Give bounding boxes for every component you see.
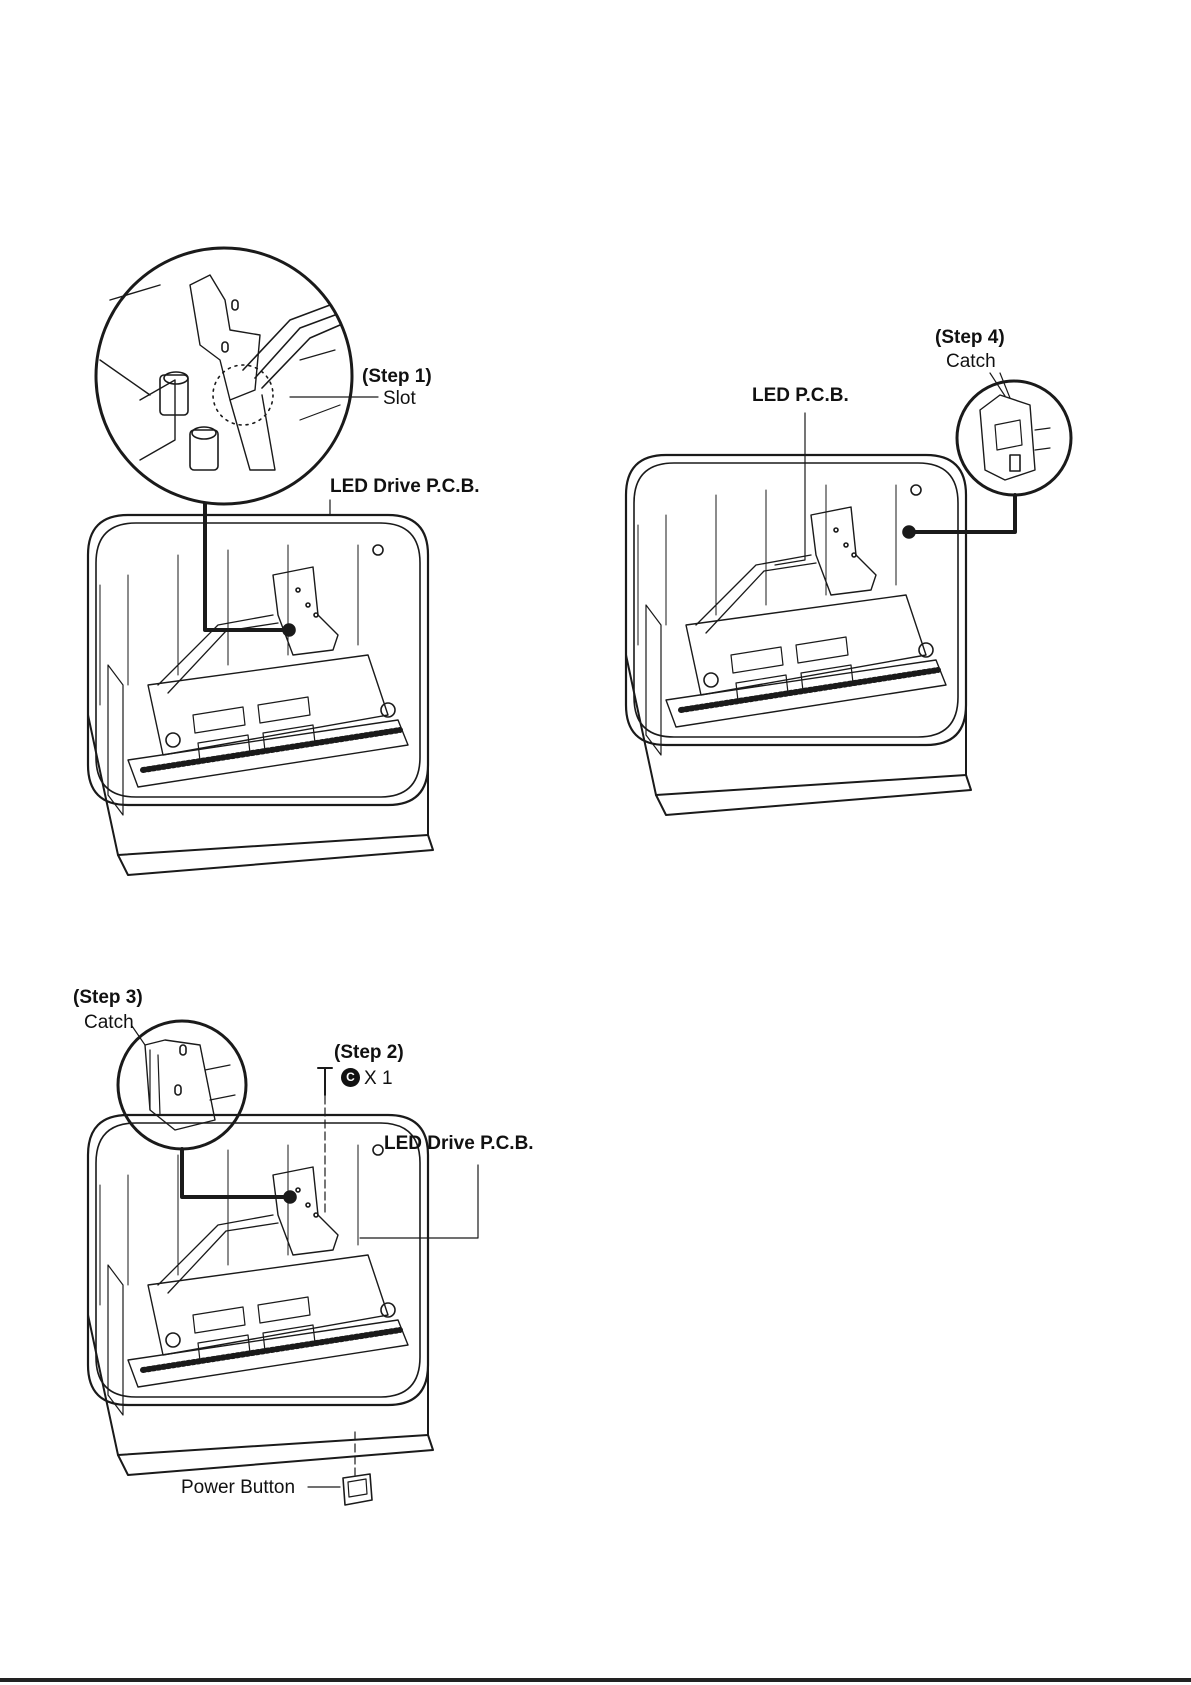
fig1-chassis-drawing (88, 515, 433, 875)
power-button-part (343, 1474, 372, 1505)
fig1-slot-label: Slot (383, 389, 416, 408)
fig1-step1-label: (Step 1) (362, 367, 432, 386)
power-button-label: Power Button (181, 1478, 295, 1497)
fig1-leader-lines (205, 397, 378, 636)
screw-type-badge: C (341, 1068, 360, 1087)
screw-count-label: X 1 (364, 1069, 393, 1088)
fig3-leader-lines (132, 1026, 478, 1487)
fig3-step3-label: (Step 3) (73, 988, 143, 1007)
fig3-chassis-drawing (88, 1115, 433, 1475)
fig2-catch-label: Catch (946, 352, 996, 371)
screw-icon (318, 1068, 332, 1095)
page-bottom-rule (0, 1678, 1191, 1682)
fig3-step2-label: (Step 2) (334, 1043, 404, 1062)
fig1-zoom-circle (96, 248, 352, 504)
fig2-chassis-drawing (626, 455, 971, 815)
fig3-zoom-circle (118, 1021, 246, 1149)
fig2-step4-label: (Step 4) (935, 328, 1005, 347)
fig2-led-pcb-label: LED P.C.B. (752, 386, 849, 405)
fig3-led-drive-pcb-label: LED Drive P.C.B. (384, 1134, 534, 1153)
fig3-catch-label: Catch (84, 1013, 134, 1032)
fig2-zoom-circle (957, 381, 1071, 495)
fig1-led-drive-pcb-label: LED Drive P.C.B. (330, 477, 480, 496)
